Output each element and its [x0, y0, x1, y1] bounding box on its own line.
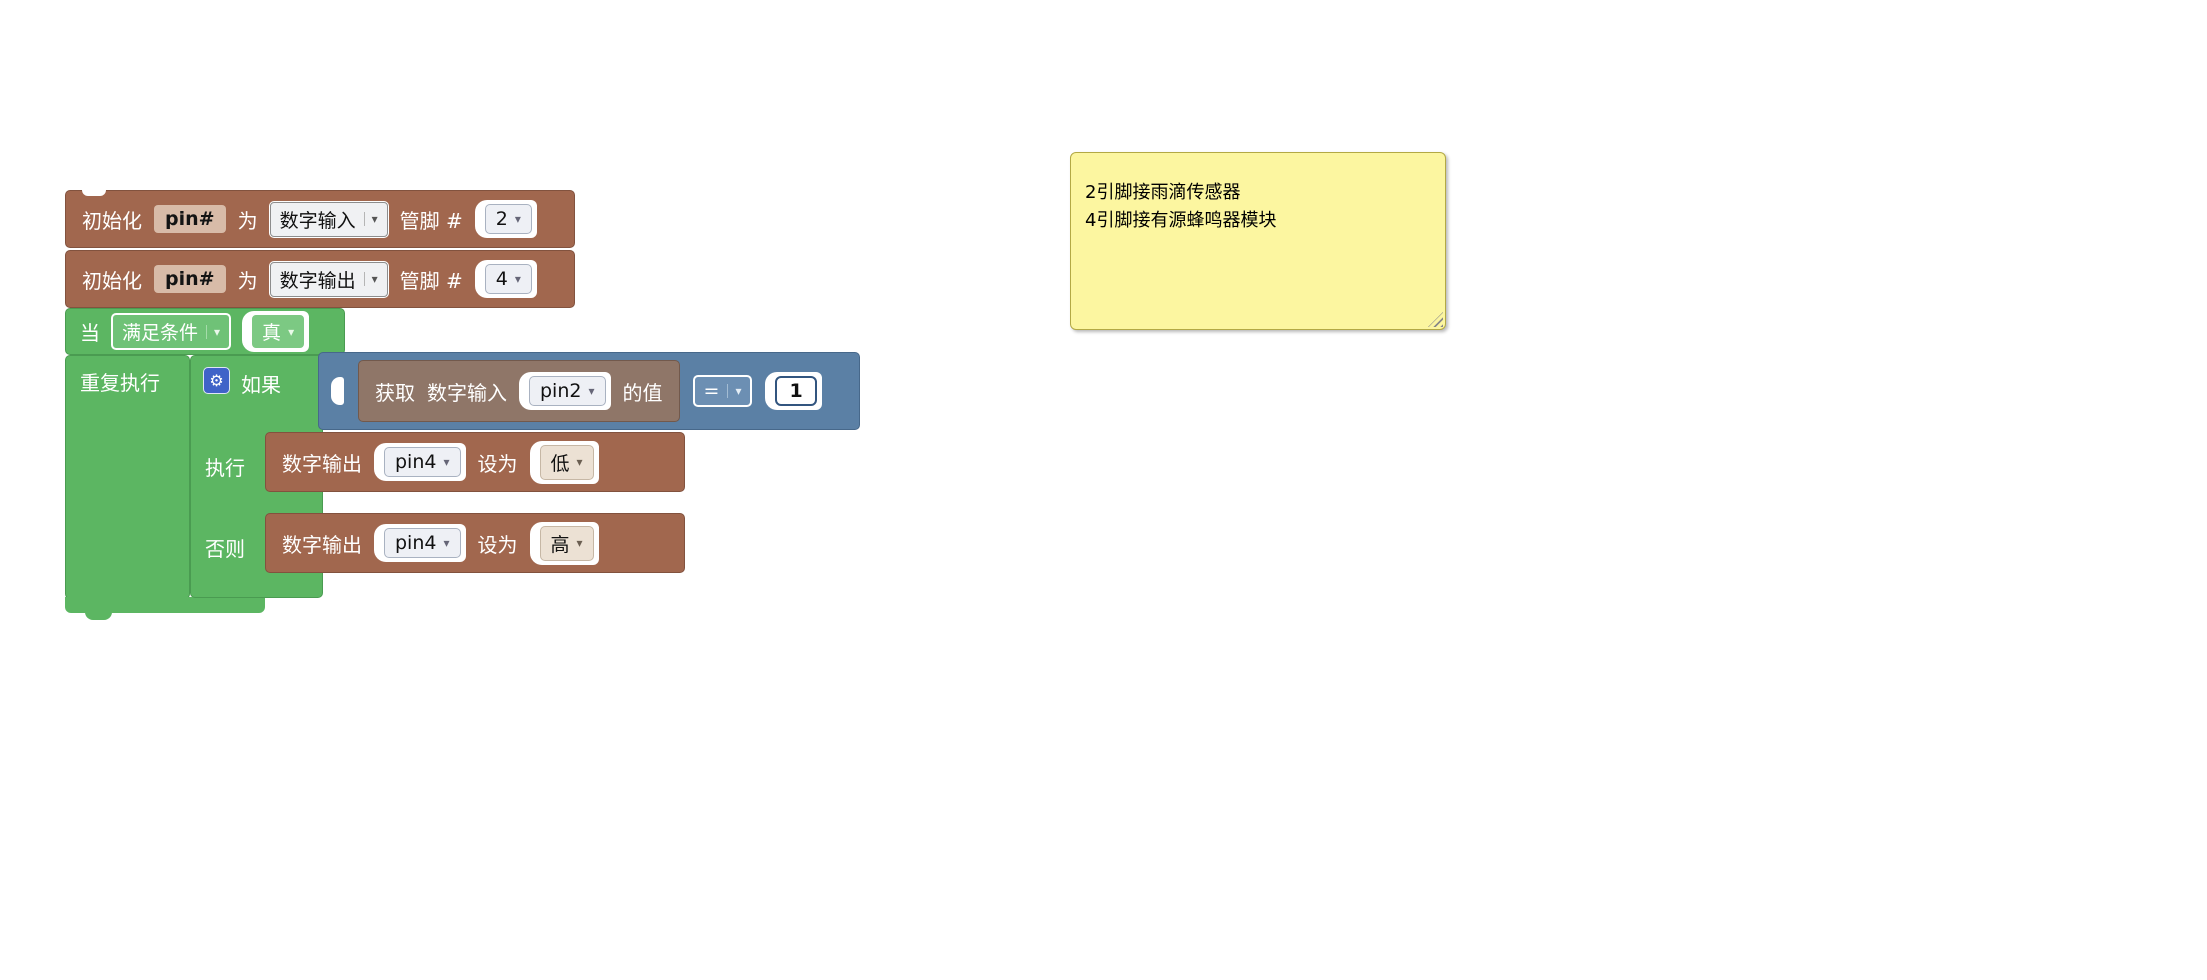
- chevron-down-icon: ▾: [288, 324, 295, 339]
- value-socket: 2 ▾: [474, 200, 537, 238]
- block-digital-write-low[interactable]: 数字输出 pin4 ▾ 设为 低 ▾: [265, 432, 685, 492]
- comment-text[interactable]: 2引脚接雨滴传感器 4引脚接有源蜂鸣器模块: [1071, 153, 1445, 235]
- value-socket: pin4 ▾: [374, 443, 466, 481]
- chevron-down-icon: ▾: [588, 384, 595, 398]
- block-digital-read[interactable]: 获取 数字输入 pin2 ▾ 的值: [358, 360, 680, 422]
- set-label: 设为: [477, 451, 518, 476]
- condition-mode-value: 满足条件: [122, 322, 199, 344]
- operator-value: =: [703, 380, 720, 402]
- value-socket: pin4 ▾: [374, 524, 466, 562]
- value-socket: pin2 ▾: [519, 372, 611, 410]
- pin-dropdown[interactable]: pin4 ▾: [384, 528, 461, 558]
- level-dropdown[interactable]: 低 ▾: [539, 444, 594, 480]
- pin-mode-dropdown[interactable]: 数字输出 ▾: [269, 261, 388, 297]
- set-label: 设为: [477, 532, 518, 557]
- do-label: 执行: [205, 456, 245, 480]
- else-label: 否则: [205, 537, 245, 561]
- number-value: 1: [789, 380, 803, 402]
- type-label: 数字输出: [282, 532, 362, 557]
- pin-number-value: 2: [495, 208, 508, 230]
- comparison-operator-dropdown[interactable]: = ▾: [693, 376, 752, 406]
- boolean-dropdown[interactable]: 真 ▾: [251, 314, 306, 349]
- level-dropdown[interactable]: 高 ▾: [539, 525, 594, 561]
- chevron-down-icon: ▾: [514, 212, 521, 226]
- value-suffix-label: 的值: [622, 380, 663, 405]
- chevron-down-icon: ▾: [576, 455, 583, 469]
- when-label: 当: [80, 321, 100, 345]
- chevron-down-icon: ▾: [443, 536, 450, 550]
- boolean-value: 真: [262, 322, 282, 344]
- pin-dropdown[interactable]: pin2 ▾: [529, 376, 606, 406]
- pin-number-label: 管脚 #: [399, 208, 463, 233]
- as-label: 为: [237, 208, 258, 233]
- comment-line: 2引脚接雨滴传感器: [1085, 182, 1241, 203]
- pin-number-dropdown[interactable]: 2 ▾: [484, 204, 532, 234]
- init-label: 初始化: [82, 208, 142, 233]
- chevron-down-icon: ▾: [727, 384, 741, 398]
- comment-line: 4引脚接有源蜂鸣器模块: [1085, 209, 1277, 231]
- pin-number-label: 管脚 #: [399, 268, 463, 293]
- chevron-down-icon: ▾: [576, 536, 583, 550]
- comment-box[interactable]: 2引脚接雨滴传感器 4引脚接有源蜂鸣器模块: [1070, 152, 1446, 330]
- pin-number-value: 4: [495, 268, 508, 290]
- chevron-down-icon: ▾: [363, 272, 378, 286]
- block-top-notch: [82, 190, 106, 196]
- value-socket: 4 ▾: [474, 260, 537, 298]
- block-init-digital-input[interactable]: 初始化 pin# 为 数字输入 ▾ 管脚 # 2 ▾: [65, 190, 575, 248]
- variable-field[interactable]: pin#: [154, 205, 226, 233]
- as-label: 为: [237, 268, 258, 293]
- block-compare[interactable]: 获取 数字输入 pin2 ▾ 的值 = ▾ 1: [318, 352, 860, 430]
- variable-field[interactable]: pin#: [154, 265, 226, 293]
- pin-dropdown[interactable]: pin4 ▾: [384, 447, 461, 477]
- chevron-down-icon: ▾: [363, 212, 378, 226]
- number-input[interactable]: 1: [775, 376, 817, 406]
- pin-value: pin4: [395, 532, 437, 554]
- value-socket: 1: [765, 372, 822, 410]
- type-label: 数字输出: [282, 451, 362, 476]
- chevron-down-icon: ▾: [206, 324, 220, 339]
- pin-mode-dropdown[interactable]: 数字输入 ▾: [269, 201, 388, 237]
- condition-mode-dropdown[interactable]: 满足条件 ▾: [112, 314, 231, 349]
- value-socket: 高 ▾: [529, 521, 599, 565]
- value-socket: 低 ▾: [529, 440, 599, 484]
- level-value: 高: [550, 533, 570, 556]
- value-socket: [331, 377, 344, 405]
- block-while-condition[interactable]: 当 满足条件 ▾ 真 ▾: [65, 308, 345, 355]
- block-digital-write-high[interactable]: 数字输出 pin4 ▾ 设为 高 ▾: [265, 513, 685, 573]
- resize-handle-icon[interactable]: [1428, 312, 1443, 327]
- block-init-digital-output[interactable]: 初始化 pin# 为 数字输出 ▾ 管脚 # 4 ▾: [65, 250, 575, 308]
- pin-value: pin2: [540, 380, 582, 402]
- pin-mode-value: 数字输出: [279, 269, 356, 292]
- init-label: 初始化: [82, 268, 142, 293]
- type-label: 数字输入: [427, 380, 507, 405]
- pin-value: pin4: [395, 451, 437, 473]
- value-socket: 真 ▾: [242, 311, 310, 352]
- level-value: 低: [550, 452, 570, 475]
- repeat-label: 重复执行: [80, 371, 160, 395]
- pin-mode-value: 数字输入: [279, 209, 356, 232]
- bottom-connector-bump: [85, 612, 112, 620]
- chevron-down-icon: ▾: [443, 455, 450, 469]
- pin-number-dropdown[interactable]: 4 ▾: [484, 264, 532, 294]
- gear-icon[interactable]: ⚙: [203, 367, 230, 394]
- repeat-block-foot: [65, 597, 265, 613]
- get-label: 获取: [375, 380, 415, 405]
- chevron-down-icon: ▾: [514, 272, 521, 286]
- if-label: 如果: [241, 373, 281, 397]
- block-repeat-forever[interactable]: 重复执行: [65, 355, 190, 599]
